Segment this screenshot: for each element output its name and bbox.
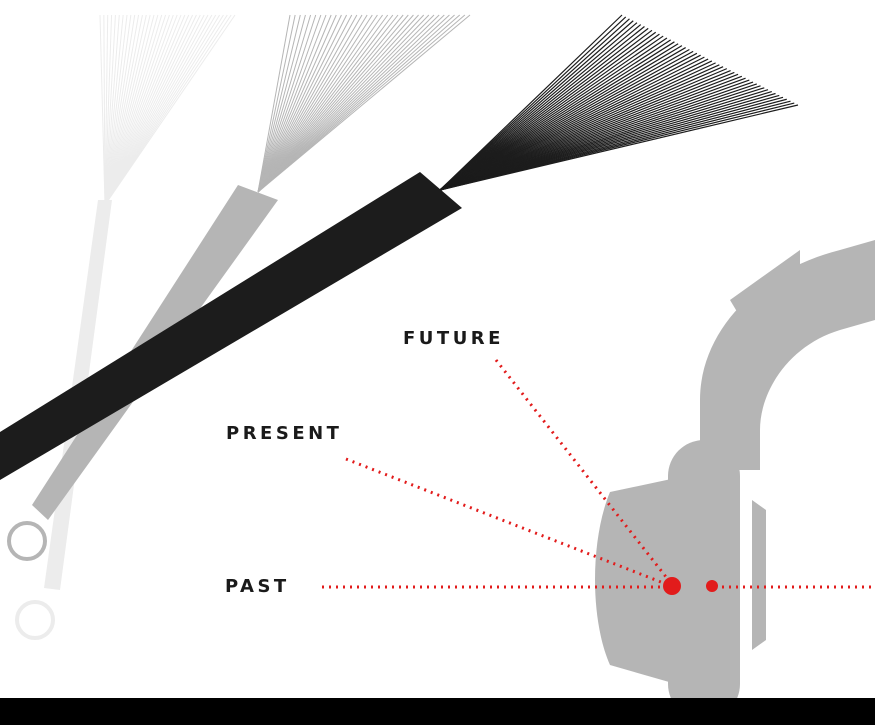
bristle-line (105, 15, 158, 205)
bristle-line (258, 15, 393, 192)
ear-point-icon (663, 577, 681, 595)
bristle-line (258, 15, 403, 192)
bottom-bar (0, 698, 875, 725)
bristle-line (258, 15, 424, 192)
bristle-line (258, 15, 336, 192)
ear-point-secondary-icon (706, 580, 718, 592)
label-future: FUTURE (403, 330, 504, 348)
bristle-line (105, 15, 200, 205)
bristle-line (258, 15, 388, 192)
bristle-line (258, 15, 341, 192)
label-present: PRESENT (226, 425, 342, 443)
bristle-line (258, 15, 372, 192)
bristle-line (105, 15, 196, 205)
bristle-line (105, 15, 173, 205)
bristle-line (258, 15, 429, 192)
bristle-line (258, 15, 455, 192)
label-past: PAST (225, 578, 290, 596)
bristle-line (105, 15, 146, 205)
bristle-line (258, 15, 460, 192)
bristle-line (258, 15, 326, 192)
headphones-icon (595, 240, 875, 720)
